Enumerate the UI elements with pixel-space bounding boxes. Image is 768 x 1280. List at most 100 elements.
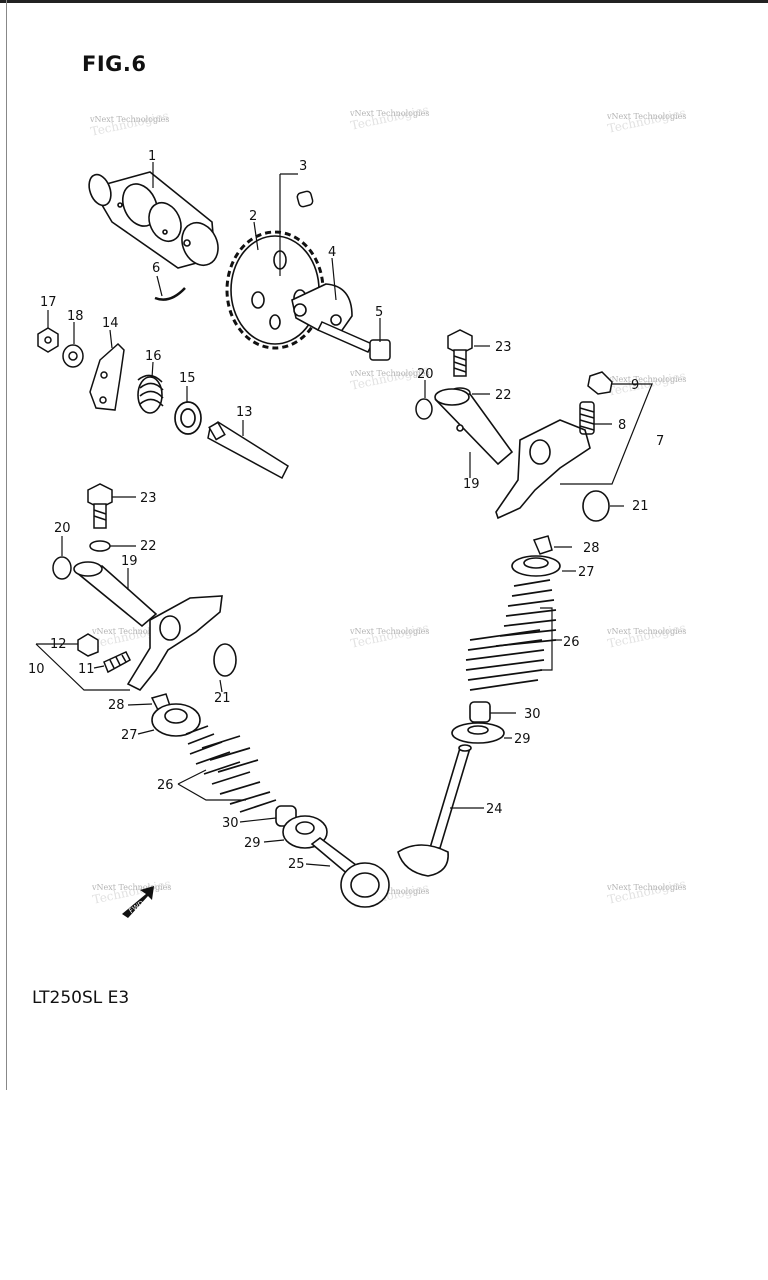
watermark-text: vNext Technologies xyxy=(349,627,429,636)
callout-3: 3 xyxy=(299,159,307,174)
camshaft-part xyxy=(88,171,219,269)
bearing-part-15 xyxy=(174,401,202,435)
callouts: 1 2 3 4 5 6 7 8 9 10 11 12 13 14 15 16 1… xyxy=(28,149,664,872)
adjuster-part-11 xyxy=(103,651,131,674)
adjuster-part-8 xyxy=(579,401,595,435)
watermark-text: vNext Technologies xyxy=(606,112,686,121)
oring-part-21-top xyxy=(582,490,610,522)
left-border xyxy=(6,0,7,1090)
callout-10: 10 xyxy=(28,662,45,677)
spring-seat-part-29-right xyxy=(451,722,505,744)
callout-15: 15 xyxy=(179,371,196,386)
rocker-arm-part-10 xyxy=(126,595,223,692)
spring-part-16 xyxy=(137,374,164,414)
callout-13: 13 xyxy=(236,405,253,420)
callout-11: 11 xyxy=(78,662,95,677)
callout-21-top: 21 xyxy=(632,499,649,514)
pin-part xyxy=(296,190,314,208)
callout-27-left: 27 xyxy=(121,728,138,743)
figure-title: FIG.6 xyxy=(82,52,147,76)
watermark-text: vNext Technologies xyxy=(349,887,429,896)
callout-4: 4 xyxy=(328,245,336,260)
watermark-text: vNext Technologies xyxy=(89,115,169,124)
rocker-arm-part-7 xyxy=(495,419,591,520)
callout-14: 14 xyxy=(102,316,119,331)
callout-22-mid: 22 xyxy=(140,539,157,554)
callout-19-top: 19 xyxy=(463,477,480,492)
callout-18: 18 xyxy=(67,309,84,324)
callout-23-top: 23 xyxy=(495,340,512,355)
circlip-part xyxy=(154,287,186,301)
callout-2: 2 xyxy=(249,209,257,224)
forward-arrow-label: FWD xyxy=(128,899,146,915)
decompression-plate-part xyxy=(89,342,125,411)
rocker-shaft-part-19-mid xyxy=(73,561,158,628)
model-code: LT250SL E3 xyxy=(32,988,130,1008)
leader-lines xyxy=(35,162,653,867)
nut-part-9 xyxy=(587,371,613,395)
oring-part-20-top xyxy=(415,398,433,420)
callout-26-right: 26 xyxy=(563,635,580,650)
callout-21-mid: 21 xyxy=(214,691,231,706)
callout-29-right: 29 xyxy=(514,732,531,747)
callout-29-left: 29 xyxy=(244,836,261,851)
callout-9: 9 xyxy=(631,378,639,393)
oring-part-21-mid xyxy=(213,643,237,677)
watermark-text: vNext Technologies xyxy=(91,883,171,892)
callout-28-left: 28 xyxy=(108,698,125,713)
callout-22-top: 22 xyxy=(495,388,512,403)
callout-26-left: 26 xyxy=(157,778,174,793)
watermark-text: vNext Technologies xyxy=(606,883,686,892)
callout-27-right: 27 xyxy=(578,565,595,580)
callout-24: 24 xyxy=(486,802,503,817)
valve-cotter-part-28-right xyxy=(532,535,553,555)
shaft-part-13 xyxy=(207,421,289,480)
callout-20-top: 20 xyxy=(417,367,434,382)
callout-23-mid: 23 xyxy=(140,491,157,506)
nut-part-17 xyxy=(37,327,59,353)
callout-28-right: 28 xyxy=(583,541,600,556)
spring-retainer-part-27-right xyxy=(511,555,561,577)
callout-16: 16 xyxy=(145,349,162,364)
watermark-text: vNext Technologies xyxy=(349,369,429,378)
valve-springs-part-26-left xyxy=(185,725,277,813)
top-border xyxy=(0,0,768,3)
bolt-part-23-top xyxy=(447,329,473,377)
callout-6: 6 xyxy=(152,261,160,276)
callout-19-mid: 19 xyxy=(121,554,138,569)
bolt-part-23-mid xyxy=(87,483,113,529)
spring-retainer-part-27-left xyxy=(151,703,201,737)
washer-part-22-mid xyxy=(89,540,111,552)
nut-part-12 xyxy=(77,633,99,657)
valve-part-24 xyxy=(397,744,472,877)
callout-20-mid: 20 xyxy=(54,521,71,536)
watermark-text: vNext Technologies xyxy=(349,109,429,118)
callout-17: 17 xyxy=(40,295,57,310)
oring-part-20-mid xyxy=(52,556,72,580)
callout-25: 25 xyxy=(288,857,305,872)
watermark-text: vNext Technologies xyxy=(606,375,686,384)
valve-part-25 xyxy=(310,837,390,908)
watermark-text: vNext Technologies xyxy=(91,627,171,636)
rocker-shaft-part-19-top xyxy=(434,388,514,466)
callout-7: 7 xyxy=(656,434,664,449)
sprocket-plate-part xyxy=(291,283,353,337)
callout-5: 5 xyxy=(375,305,383,320)
callout-8: 8 xyxy=(618,418,626,433)
cam-sprocket-part xyxy=(225,230,325,350)
callout-12: 12 xyxy=(50,637,67,652)
valve-springs-part-26-right xyxy=(465,579,557,691)
washer-part-18 xyxy=(62,344,84,368)
bolt-part-5 xyxy=(316,321,391,361)
callout-1: 1 xyxy=(148,149,156,164)
callout-30-right: 30 xyxy=(524,707,541,722)
callout-30-left: 30 xyxy=(222,816,239,831)
watermark-text: vNext Technologies xyxy=(606,627,686,636)
